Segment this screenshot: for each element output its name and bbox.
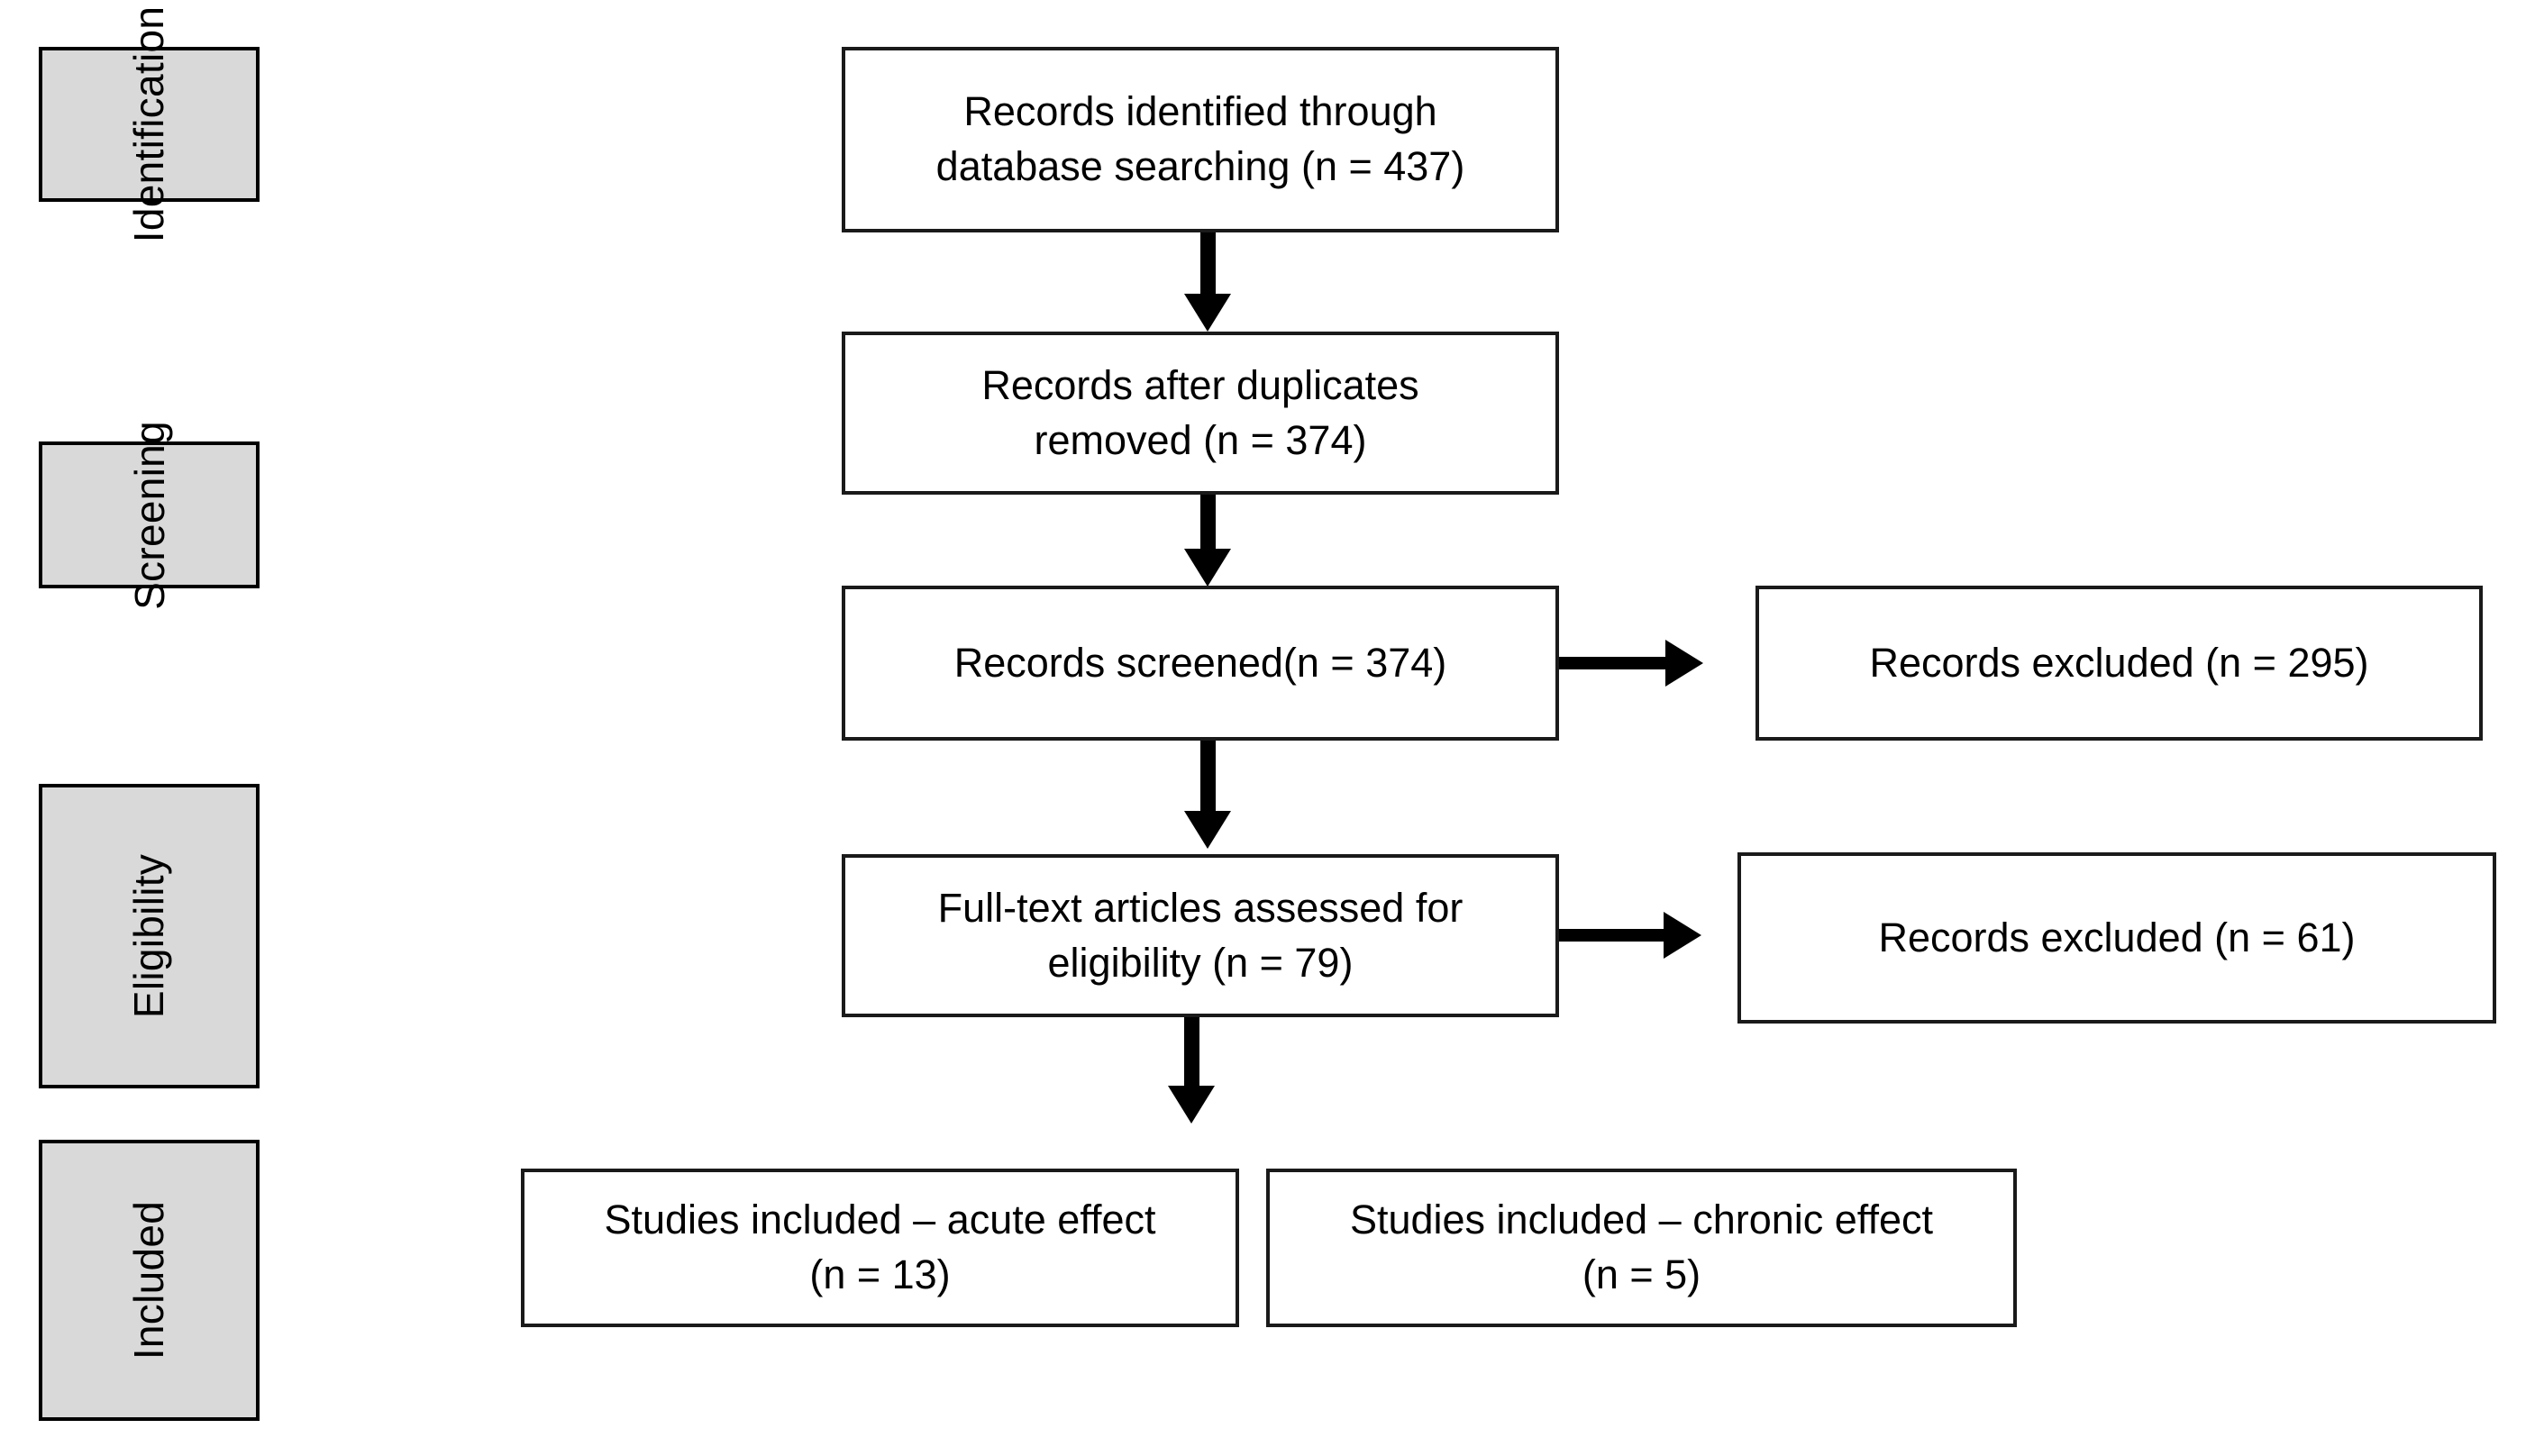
- node-records-identified-text: Records identified through database sear…: [936, 85, 1465, 195]
- arrow-head: [1168, 1086, 1215, 1124]
- arrow-head: [1184, 811, 1231, 849]
- arrow-shaft: [1199, 495, 1216, 551]
- node-records-excluded-screening: Records excluded (n = 295): [1755, 586, 2483, 741]
- node-studies-included-chronic: Studies included – chronic effect (n = 5…: [1266, 1169, 2017, 1327]
- node-records-identified: Records identified through database sear…: [842, 47, 1559, 232]
- node-fulltext-assessed-text: Full-text articles assessed for eligibil…: [938, 881, 1464, 991]
- arrow-shaft: [1183, 1017, 1199, 1087]
- stage-box-eligibility: Eligibility: [39, 784, 260, 1088]
- arrow-shaft: [1199, 741, 1216, 813]
- stage-label-eligibility: Eligibility: [125, 853, 173, 1019]
- node-fulltext-assessed-line2: eligibility (n = 79): [1047, 939, 1354, 986]
- node-fulltext-assessed-line1: Full-text articles assessed for: [937, 884, 1464, 931]
- stage-box-included: Included: [39, 1140, 260, 1421]
- node-records-excluded-eligibility-text: Records excluded (n = 61): [1878, 911, 2355, 966]
- arrow-head: [1665, 640, 1703, 687]
- node-records-screened-line1: Records screened(n = 374): [953, 639, 1447, 686]
- node-records-excluded-eligibility-line1: Records excluded (n = 61): [1878, 914, 2356, 960]
- node-records-excluded-screening-line1: Records excluded (n = 295): [1869, 639, 2369, 686]
- arrow-head: [1664, 912, 1701, 959]
- arrow-head: [1184, 294, 1231, 332]
- node-records-after-duplicates-line2: removed (n = 374): [1034, 416, 1367, 463]
- node-studies-included-acute-line2: (n = 13): [809, 1251, 951, 1297]
- node-studies-included-chronic-line1: Studies included – chronic effect: [1349, 1197, 1934, 1243]
- node-records-excluded-eligibility: Records excluded (n = 61): [1737, 852, 2496, 1024]
- node-studies-included-chronic-text: Studies included – chronic effect (n = 5…: [1350, 1193, 1933, 1303]
- stage-label-identification: Identification: [125, 5, 173, 243]
- stage-box-identification: Identification: [39, 6, 260, 242]
- node-studies-included-acute-text: Studies included – acute effect (n = 13): [604, 1193, 1155, 1303]
- node-studies-included-chronic-line2: (n = 5): [1582, 1251, 1701, 1297]
- stage-label-included: Included: [125, 1200, 173, 1360]
- node-studies-included-acute: Studies included – acute effect (n = 13): [521, 1169, 1239, 1327]
- stage-box-screening: Screening: [39, 421, 260, 609]
- node-records-identified-line1: Records identified through: [963, 88, 1437, 135]
- arrow-head: [1184, 549, 1231, 587]
- node-records-after-duplicates-text: Records after duplicates removed (n = 37…: [981, 359, 1418, 469]
- arrow-shaft: [1199, 232, 1216, 296]
- node-records-excluded-screening-text: Records excluded (n = 295): [1869, 636, 2368, 691]
- arrow-shaft: [1559, 657, 1669, 669]
- arrow-shaft: [1559, 929, 1667, 942]
- node-records-after-duplicates-line1: Records after duplicates: [981, 361, 1419, 408]
- node-records-identified-line2: database searching (n = 437): [935, 143, 1465, 189]
- node-records-screened: Records screened(n = 374): [842, 586, 1559, 741]
- node-records-after-duplicates: Records after duplicates removed (n = 37…: [842, 332, 1559, 495]
- node-records-screened-text: Records screened(n = 374): [954, 636, 1447, 691]
- node-fulltext-assessed: Full-text articles assessed for eligibil…: [842, 854, 1559, 1017]
- node-studies-included-acute-line1: Studies included – acute effect: [604, 1197, 1156, 1243]
- stage-label-screening: Screening: [125, 420, 173, 610]
